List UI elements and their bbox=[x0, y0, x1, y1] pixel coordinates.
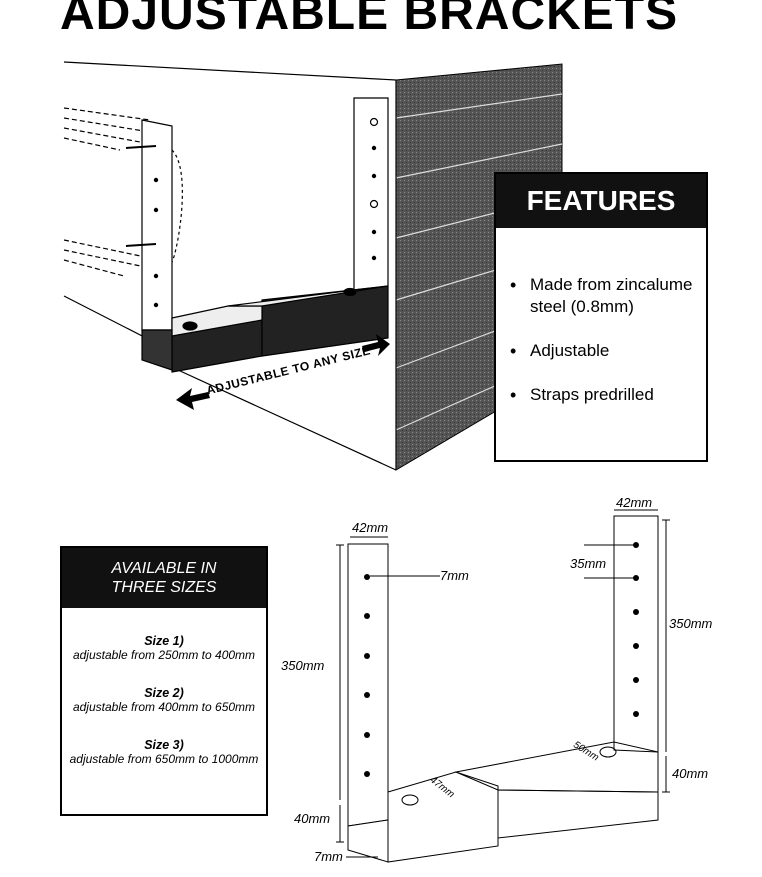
sizes-panel: AVAILABLE IN THREE SIZES Size 1) adjusta… bbox=[60, 546, 268, 816]
sizes-heading: AVAILABLE IN THREE SIZES bbox=[62, 548, 266, 608]
installed-bracket bbox=[125, 97, 389, 373]
adjust-arrows bbox=[176, 334, 390, 410]
sizes-heading-line1: AVAILABLE IN bbox=[111, 560, 217, 577]
page-title: ADJUSTABLE BRACKETS bbox=[60, 0, 679, 40]
size-name: Size 3) bbox=[144, 738, 184, 752]
feature-item: Adjustable bbox=[510, 340, 700, 362]
size-item: Size 3) adjustable from 650mm to 1000mm bbox=[62, 738, 266, 766]
dim-left-base: 40mm bbox=[294, 811, 331, 826]
sizes-heading-line2: THREE SIZES bbox=[111, 579, 217, 596]
dim-right-base: 40mm bbox=[672, 766, 709, 781]
size-item: Size 1) adjustable from 250mm to 400mm bbox=[62, 634, 266, 662]
dim-right-width: 42mm bbox=[616, 495, 653, 510]
size-range: adjustable from 650mm to 1000mm bbox=[69, 752, 259, 766]
feature-item: Straps predrilled bbox=[510, 384, 700, 406]
features-heading: FEATURES bbox=[496, 174, 706, 228]
dim-hole-spacing: 35mm bbox=[570, 556, 607, 571]
dimension-drawing bbox=[336, 509, 670, 863]
unit-outline bbox=[63, 61, 397, 471]
size-item: Size 2) adjustable from 400mm to 650mm bbox=[62, 686, 266, 714]
dim-hole-diameter: 7mm bbox=[440, 568, 469, 583]
size-name: Size 2) bbox=[144, 686, 184, 700]
size-range: adjustable from 400mm to 650mm bbox=[72, 700, 256, 714]
size-name: Size 1) bbox=[144, 634, 184, 648]
dim-left-height: 350mm bbox=[281, 658, 325, 673]
dim-left-lip: 7mm bbox=[314, 849, 343, 864]
feature-item: Made from zincalume steel (0.8mm) bbox=[510, 274, 700, 318]
dim-left-width: 42mm bbox=[352, 520, 389, 535]
dim-right-height: 350mm bbox=[669, 616, 713, 631]
features-list: Made from zincalume steel (0.8mm) Adjust… bbox=[510, 274, 700, 428]
features-panel: FEATURES Made from zincalume steel (0.8m… bbox=[494, 172, 708, 462]
size-range: adjustable from 250mm to 400mm bbox=[72, 648, 256, 662]
